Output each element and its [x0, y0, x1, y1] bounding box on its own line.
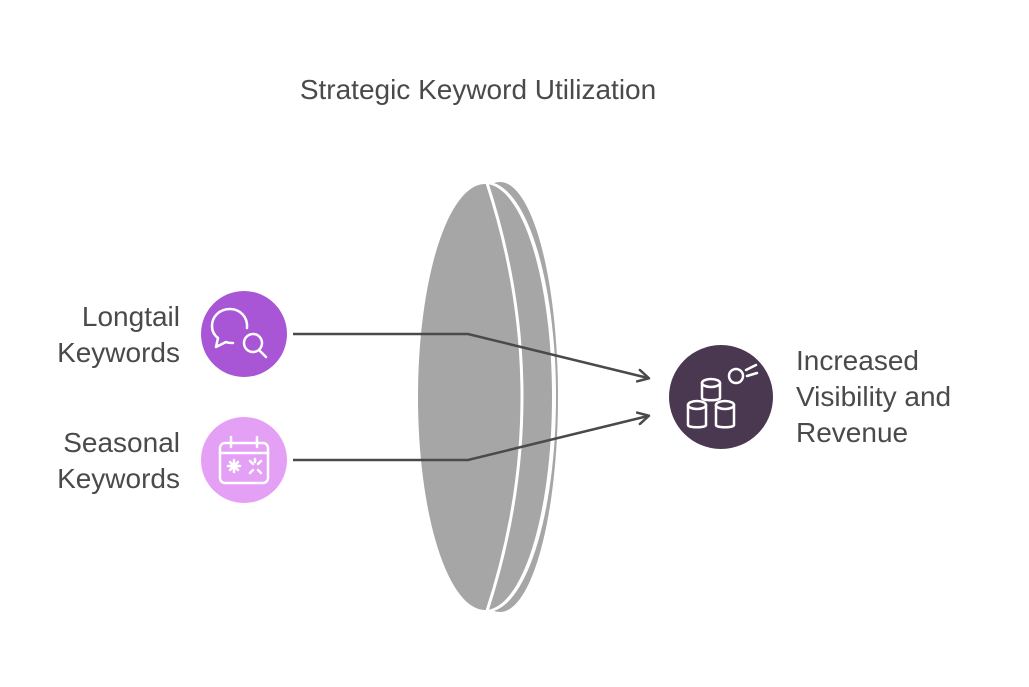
lens-shape [418, 182, 558, 612]
calendar-icon [218, 435, 270, 485]
seasonal-node [201, 417, 287, 503]
output-label-line3: Revenue [796, 417, 909, 448]
seasonal-label-line2: Keywords [57, 463, 180, 494]
longtail-node [201, 291, 287, 377]
connector-seasonal [293, 416, 648, 462]
output-label-line1: Increased [796, 345, 919, 376]
seasonal-label-line1: Seasonal [63, 427, 180, 458]
output-label: Increased Visibility and Revenue [796, 343, 1026, 451]
chat-search-icon [210, 307, 268, 359]
longtail-label-line1: Longtail [81, 301, 180, 332]
longtail-label-line2: Keywords [57, 337, 180, 368]
coins-icon [686, 363, 759, 429]
seasonal-label: Seasonal Keywords [0, 425, 180, 497]
output-node [669, 345, 773, 449]
diagram-title: Strategic Keyword Utilization [299, 74, 657, 105]
longtail-label: Longtail Keywords [0, 299, 180, 371]
output-label-line2: Visibility and [796, 381, 952, 412]
connector-longtail [293, 332, 648, 378]
